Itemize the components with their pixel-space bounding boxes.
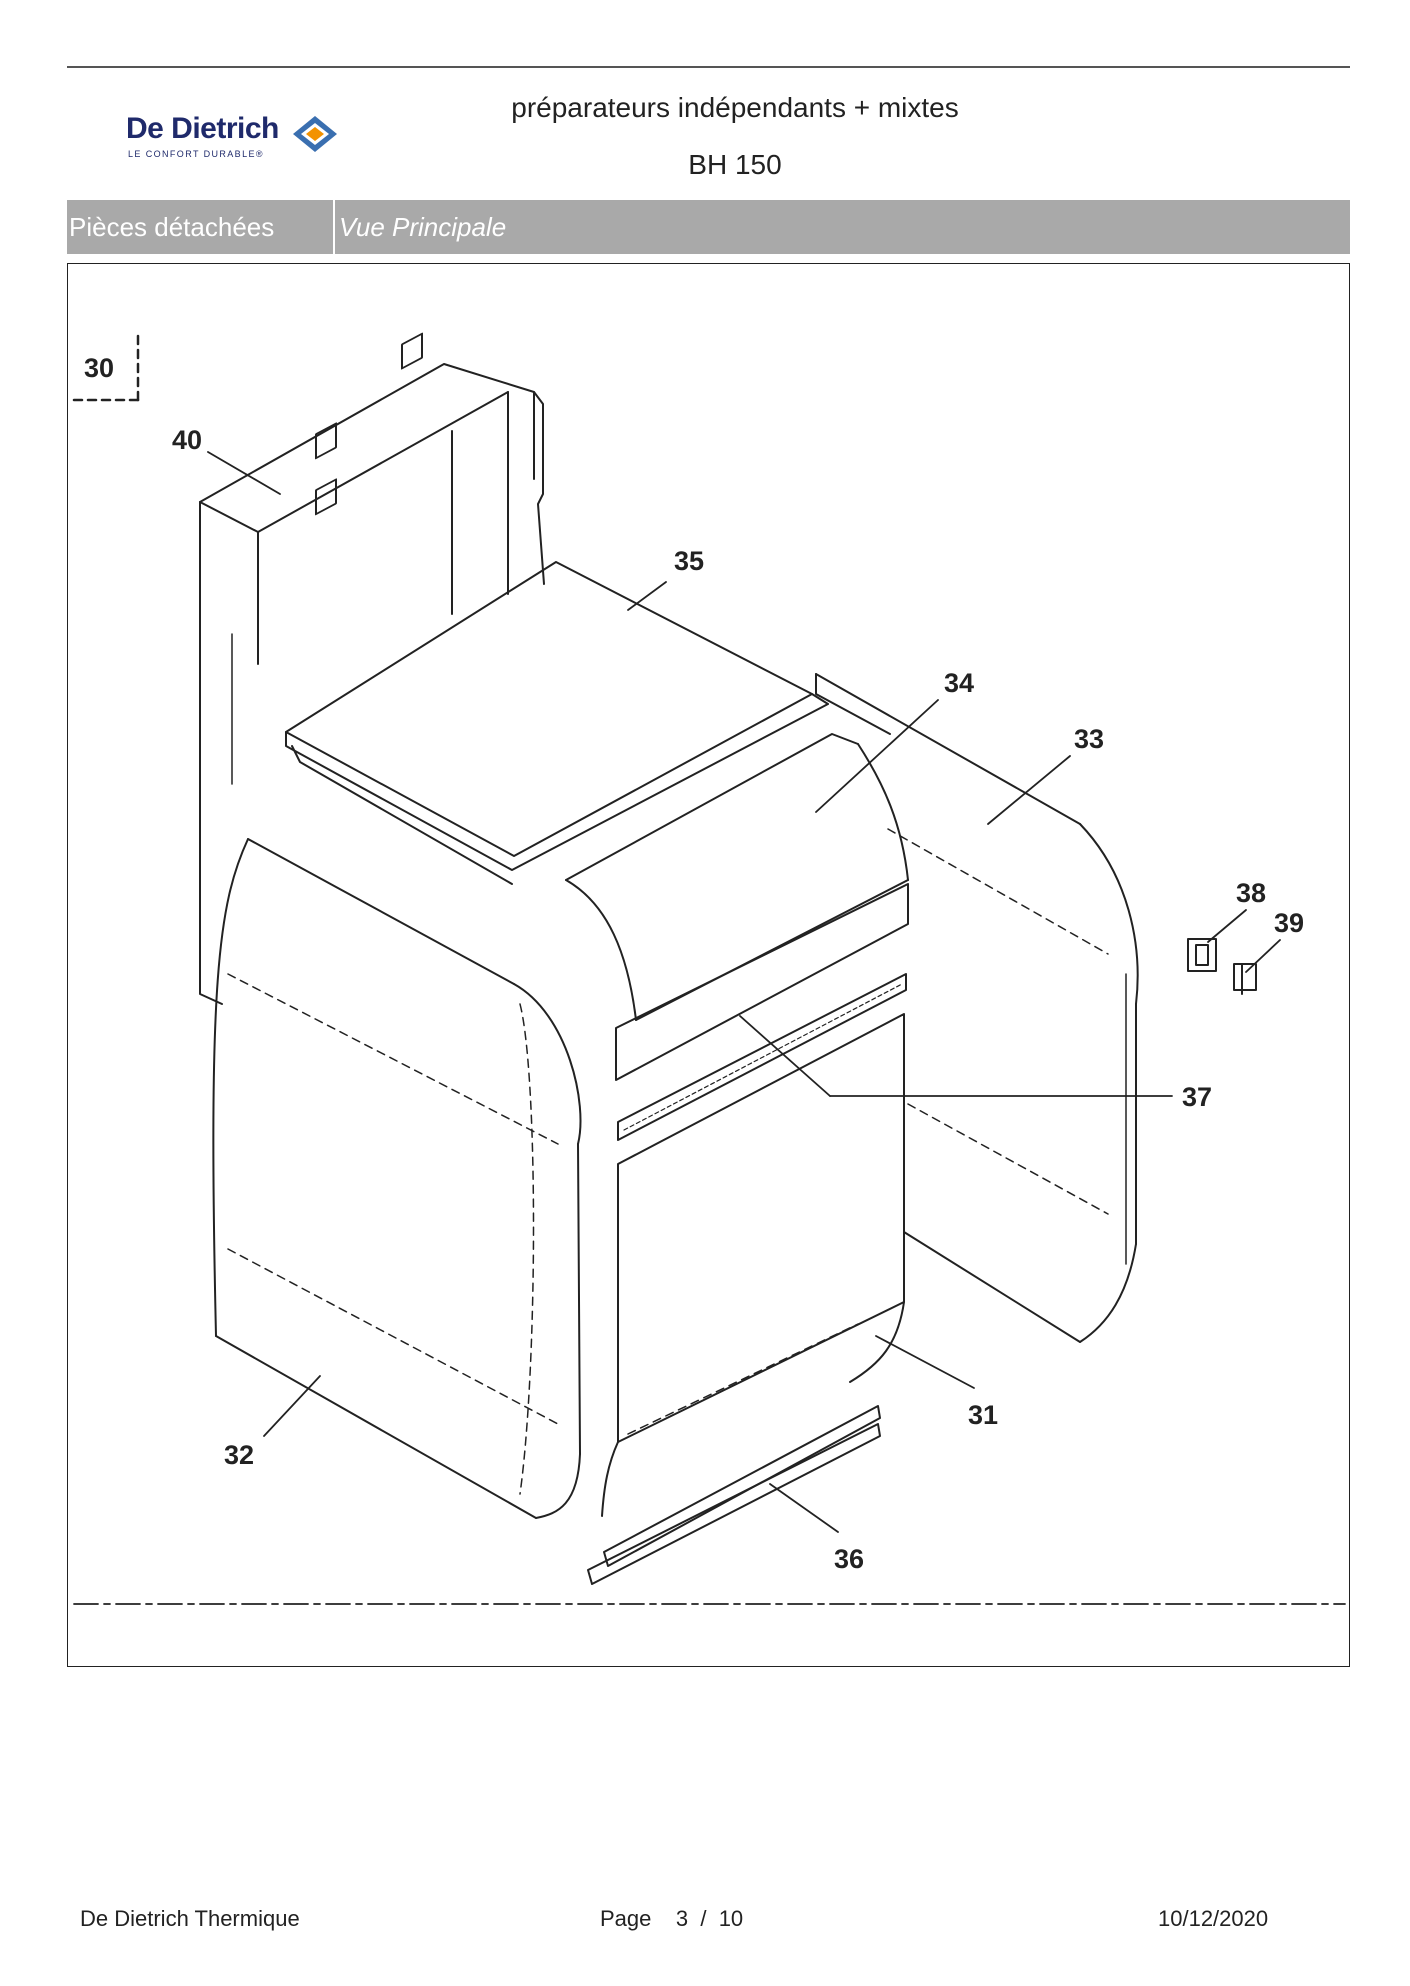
page-total: 10 [718,1906,744,1931]
model-name: BH 150 [688,149,782,180]
callout-33: 33 [1074,724,1104,754]
callout-37: 37 [1182,1082,1212,1112]
page-label: Page [600,1906,652,1931]
callout-34: 34 [944,668,974,698]
part-33-side-panel [815,673,1139,1343]
callout-38: 38 [1236,878,1266,908]
header-rule [67,66,1350,68]
leader-lines [207,451,1281,1533]
brand-tagline: LE CONFORT DURABLE® [128,149,264,159]
brand-name: De Dietrich [126,112,279,145]
exploded-view-drawing: 30 40 35 34 33 38 39 37 31 32 36 [72,332,1346,1605]
callout-31: 31 [968,1400,998,1430]
part-36-bottom-rail [587,1405,881,1585]
part-30-bracket [72,334,140,402]
page-current: 3 [675,1906,689,1931]
part-37-front-rail [617,973,907,1141]
section-label: Pièces détachées [67,200,335,254]
view-label: Vue Principale [339,212,507,242]
callout-labels: 30 40 35 34 33 38 39 37 31 32 36 [84,353,1304,1574]
part-40-back-panel [199,332,545,1005]
diamond-logo-icon [293,116,337,152]
callout-32: 32 [224,1440,254,1470]
footer-company: De Dietrich Thermique [80,1906,300,1931]
part-31-lower-front-panel [601,1013,905,1517]
callout-30: 30 [84,353,114,383]
page-separator: / [700,1906,707,1931]
part-34-upper-front-panel [565,733,909,1081]
part-39-clip [1233,963,1257,995]
document-title: préparateurs indépendants + mixtes [511,92,959,123]
exploded-view-frame: 30 40 35 34 33 38 39 37 31 32 36 [67,263,1350,1667]
footer-pagination: Page 3 / 10 [600,1906,743,1932]
part-32-left-panel [212,838,582,1519]
callout-40: 40 [172,425,202,455]
callout-39: 39 [1274,908,1304,938]
footer-date: 10/12/2020 [1158,1906,1269,1931]
callout-36: 36 [834,1544,864,1574]
part-35-top-lid [285,561,829,885]
section-band: Pièces détachées Vue Principale [67,200,1350,254]
part-38-clip [1187,938,1217,972]
callout-35: 35 [674,546,704,576]
brand-logo: De Dietrich LE CONFORT DURABLE® [126,112,346,162]
